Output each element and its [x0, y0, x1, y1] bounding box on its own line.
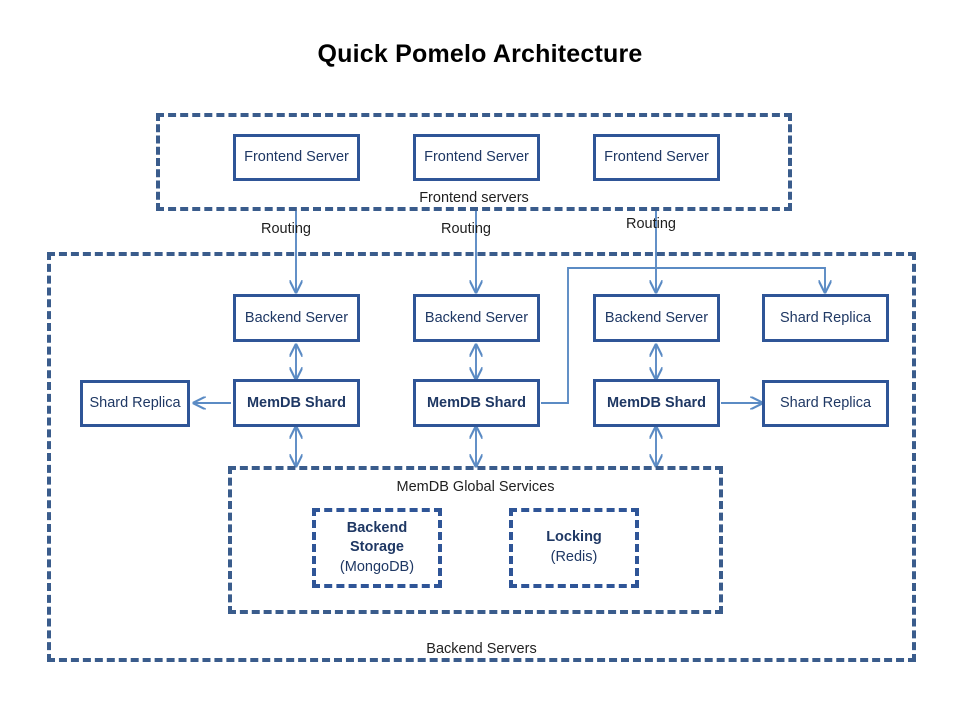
memdb-global-services-group: [228, 466, 723, 614]
frontend-server-1[interactable]: Frontend Server: [233, 134, 360, 181]
frontend-server-2-label: Frontend Server: [424, 149, 529, 166]
backend-server-3[interactable]: Backend Server: [593, 294, 720, 342]
backend-server-3-label: Backend Server: [604, 309, 709, 326]
shard-replica-left[interactable]: Shard Replica: [80, 380, 190, 427]
memdb-shard-3-label: MemDB Shard: [606, 394, 707, 411]
memdb-shard-2-label: MemDB Shard: [426, 394, 527, 411]
backend-server-1[interactable]: Backend Server: [233, 294, 360, 342]
routing-label-1: Routing: [261, 221, 311, 237]
memdb-shard-1[interactable]: MemDB Shard: [233, 379, 360, 427]
backend-storage-service-subtitle: (MongoDB): [339, 558, 415, 575]
backend-server-1-label: Backend Server: [244, 309, 349, 326]
backend-storage-service-name-line2: Storage: [350, 539, 404, 556]
page-title: Quick Pomelo Architecture: [317, 40, 643, 68]
routing-label-3: Routing: [626, 216, 676, 232]
routing-label-2: Routing: [441, 221, 491, 237]
memdb-shard-3[interactable]: MemDB Shard: [593, 379, 720, 427]
backend-server-2[interactable]: Backend Server: [413, 294, 540, 342]
frontend-server-1-label: Frontend Server: [244, 149, 349, 166]
locking-service[interactable]: Locking (Redis): [509, 508, 639, 588]
shard-replica-right[interactable]: Shard Replica: [762, 380, 889, 427]
shard-replica-top-right-label: Shard Replica: [779, 309, 872, 326]
locking-service-name: Locking: [546, 529, 602, 546]
backend-servers-group: [47, 252, 916, 662]
backend-servers-group-label: Backend Servers: [426, 641, 537, 657]
locking-service-subtitle: (Redis): [550, 549, 598, 565]
frontend-server-2[interactable]: Frontend Server: [413, 134, 540, 181]
memdb-shard-2[interactable]: MemDB Shard: [413, 379, 540, 427]
shard-replica-right-label: Shard Replica: [779, 395, 872, 412]
backend-storage-service[interactable]: Backend Storage (MongoDB): [312, 508, 442, 588]
shard-replica-left-label: Shard Replica: [89, 395, 181, 412]
frontend-servers-group-label: Frontend servers: [419, 190, 529, 206]
backend-server-2-label: Backend Server: [424, 309, 529, 326]
frontend-server-3-label: Frontend Server: [604, 149, 709, 166]
frontend-servers-group: [156, 113, 792, 211]
memdb-shard-1-label: MemDB Shard: [246, 394, 347, 411]
memdb-global-services-label: MemDB Global Services: [396, 479, 555, 495]
backend-storage-service-name-line1: Backend: [346, 519, 408, 536]
shard-replica-top-right[interactable]: Shard Replica: [762, 294, 889, 342]
frontend-server-3[interactable]: Frontend Server: [593, 134, 720, 181]
